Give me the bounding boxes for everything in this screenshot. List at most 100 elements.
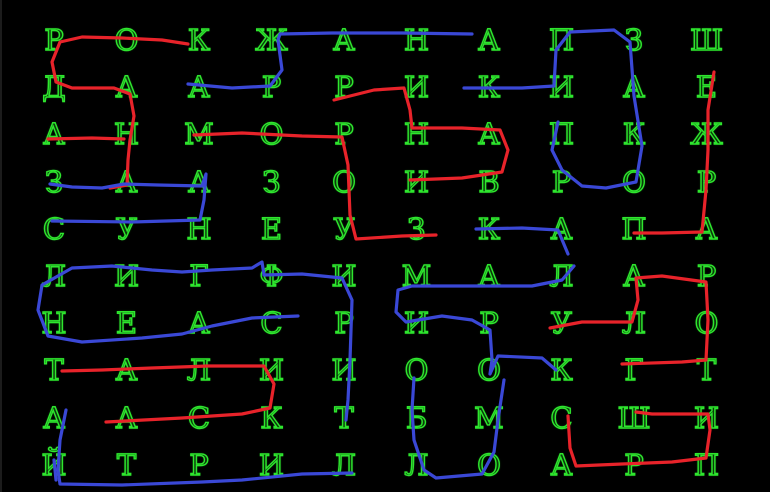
grid-cell-r5-c8[interactable]: А bbox=[622, 258, 645, 293]
grid-cell-r0-c9[interactable]: Ш bbox=[689, 22, 724, 57]
grid-cell-r8-c6[interactable]: М bbox=[473, 400, 504, 435]
grid-cell-r3-c5[interactable]: И bbox=[403, 164, 430, 199]
grid-cell-r1-c9[interactable]: Е bbox=[695, 69, 718, 105]
grid-cell-r7-c4[interactable]: И bbox=[331, 353, 358, 388]
grid-cell-r0-c8[interactable]: З bbox=[624, 22, 644, 57]
grid-cell-r3-c7[interactable]: Р bbox=[551, 164, 572, 199]
grid-cell-r0-c0[interactable]: Р bbox=[44, 22, 65, 57]
grid-cell-r4-c1[interactable]: У bbox=[115, 211, 137, 246]
grid-cell-r8-c7[interactable]: С bbox=[550, 400, 574, 435]
grid-cell-r5-c3[interactable]: Ф bbox=[259, 258, 284, 293]
grid-cell-r8-c1[interactable]: А bbox=[115, 400, 138, 435]
grid-cell-r9-c3[interactable]: И bbox=[258, 447, 285, 482]
grid-cell-r5-c7[interactable]: Л bbox=[549, 258, 575, 293]
grid-cell-r0-c5[interactable]: Н bbox=[403, 22, 430, 57]
grid-cell-r5-c6[interactable]: А bbox=[477, 258, 500, 293]
grid-cell-r6-c9[interactable]: О bbox=[694, 305, 719, 341]
grid-cell-r2-c3[interactable]: О bbox=[259, 117, 284, 152]
grid-cell-r5-c2[interactable]: Г bbox=[189, 258, 210, 293]
grid-cell-r9-c2[interactable]: Р bbox=[189, 447, 210, 482]
grid-cell-r6-c5[interactable]: И bbox=[403, 305, 430, 341]
grid-cell-r3-c6[interactable]: В bbox=[478, 164, 501, 199]
grid-cell-r7-c1[interactable]: А bbox=[115, 353, 138, 388]
grid-cell-r4-c8[interactable]: П bbox=[621, 211, 648, 246]
grid-cell-r2-c1[interactable]: Н bbox=[113, 117, 140, 152]
grid-cell-r6-c6[interactable]: Р bbox=[479, 305, 500, 341]
grid-cell-r6-c0[interactable]: Н bbox=[41, 305, 68, 341]
grid-cell-r0-c4[interactable]: А bbox=[332, 22, 355, 57]
grid-cell-r6-c1[interactable]: Е bbox=[115, 305, 138, 341]
grid-cell-r9-c0[interactable]: Й bbox=[41, 447, 68, 482]
grid-cell-r9-c9[interactable]: П bbox=[693, 447, 720, 482]
grid-cell-r1-c0[interactable]: Д bbox=[42, 69, 67, 105]
grid-cell-r5-c0[interactable]: Л bbox=[41, 258, 67, 293]
grid-cell-r2-c4[interactable]: Р bbox=[334, 117, 355, 152]
grid-cell-r1-c6[interactable]: К bbox=[477, 69, 501, 105]
grid-cell-r1-c2[interactable]: А bbox=[187, 69, 210, 105]
grid-cell-r0-c7[interactable]: П bbox=[548, 22, 575, 57]
grid-cell-r7-c7[interactable]: К bbox=[550, 353, 574, 388]
grid-cell-r7-c2[interactable]: Л bbox=[186, 353, 212, 388]
grid-cell-r3-c8[interactable]: О bbox=[621, 164, 646, 199]
grid-cell-r1-c1[interactable]: А bbox=[115, 69, 138, 105]
grid-cell-r8-c0[interactable]: А bbox=[42, 400, 65, 435]
grid-cell-r9-c7[interactable]: А bbox=[550, 447, 573, 482]
grid-cell-r5-c1[interactable]: И bbox=[113, 258, 140, 293]
grid-cell-r2-c0[interactable]: А bbox=[42, 117, 65, 152]
grid-cell-r6-c2[interactable]: А bbox=[187, 305, 210, 341]
grid-cell-r0-c6[interactable]: А bbox=[477, 22, 500, 57]
grid-cell-r1-c8[interactable]: А bbox=[622, 69, 645, 105]
grid-cell-r7-c8[interactable]: Г bbox=[624, 353, 645, 388]
grid-cell-r9-c1[interactable]: Т bbox=[116, 447, 137, 482]
grid-cell-r7-c5[interactable]: О bbox=[404, 353, 429, 388]
grid-cell-r2-c7[interactable]: П bbox=[548, 117, 575, 152]
grid-cell-r4-c0[interactable]: С bbox=[42, 211, 66, 246]
grid-cell-r6-c3[interactable]: С bbox=[260, 305, 284, 341]
grid-cell-r3-c1[interactable]: А bbox=[115, 164, 138, 199]
grid-cell-r9-c4[interactable]: Л bbox=[331, 447, 357, 482]
grid-cell-r9-c8[interactable]: Р bbox=[624, 447, 645, 482]
grid-cell-r5-c5[interactable]: М bbox=[401, 258, 432, 293]
grid-cell-r1-c5[interactable]: И bbox=[403, 69, 430, 105]
grid-cell-r4-c3[interactable]: Е bbox=[260, 211, 283, 246]
grid-cell-r7-c3[interactable]: И bbox=[258, 353, 285, 388]
grid-cell-r9-c6[interactable]: О bbox=[476, 447, 501, 482]
grid-cell-r2-c6[interactable]: А bbox=[477, 117, 500, 152]
grid-cell-r4-c4[interactable]: У bbox=[333, 211, 355, 246]
grid-cell-r4-c9[interactable]: А bbox=[695, 211, 718, 246]
grid-cell-r2-c9[interactable]: Ж bbox=[690, 117, 724, 152]
grid-cell-r3-c9[interactable]: Р bbox=[696, 164, 717, 199]
grid-cell-r1-c4[interactable]: Р bbox=[334, 69, 355, 105]
grid-cell-r0-c2[interactable]: К bbox=[187, 22, 211, 57]
grid-cell-r4-c5[interactable]: З bbox=[407, 211, 426, 246]
grid-cell-r1-c3[interactable]: Р bbox=[261, 69, 282, 105]
grid-cell-r8-c3[interactable]: К bbox=[260, 400, 284, 435]
grid-cell-r3-c0[interactable]: З bbox=[44, 164, 64, 199]
grid-cell-r6-c7[interactable]: У bbox=[550, 305, 572, 341]
grid-cell-r4-c6[interactable]: К bbox=[477, 211, 501, 246]
grid-cell-r2-c2[interactable]: М bbox=[183, 117, 214, 152]
grid-cell-r5-c9[interactable]: Р bbox=[696, 258, 717, 293]
grid-cell-r4-c2[interactable]: Н bbox=[186, 211, 213, 246]
grid-cell-r1-c7[interactable]: И bbox=[548, 69, 575, 105]
grid-cell-r0-c1[interactable]: О bbox=[114, 22, 139, 57]
grid-cell-r3-c4[interactable]: О bbox=[331, 164, 356, 199]
grid-cell-r9-c5[interactable]: Л bbox=[404, 447, 430, 482]
grid-cell-r7-c9[interactable]: Т bbox=[696, 353, 717, 388]
grid-cell-r2-c8[interactable]: К bbox=[622, 117, 646, 152]
grid-cell-r2-c5[interactable]: Н bbox=[403, 117, 430, 152]
grid-cell-r8-c5[interactable]: Б bbox=[405, 400, 428, 435]
grid-cell-r4-c7[interactable]: А bbox=[550, 211, 573, 246]
grid-cell-r3-c3[interactable]: З bbox=[262, 164, 281, 199]
grid-cell-r6-c8[interactable]: Л bbox=[621, 305, 647, 341]
grid-cell-r8-c2[interactable]: С bbox=[187, 400, 211, 435]
grid-cell-r8-c4[interactable]: Т bbox=[334, 400, 355, 435]
grid-cell-r3-c2[interactable]: А bbox=[187, 164, 210, 199]
grid-cell-r5-c4[interactable]: И bbox=[331, 258, 358, 293]
grid-cell-r7-c0[interactable]: Т bbox=[44, 353, 65, 388]
grid-cell-r7-c6[interactable]: О bbox=[476, 353, 501, 388]
grid-cell-r8-c9[interactable]: И bbox=[693, 400, 720, 435]
grid-cell-r8-c8[interactable]: Ш bbox=[617, 400, 651, 435]
grid-cell-r0-c3[interactable]: Ж bbox=[255, 22, 289, 57]
grid-cell-r6-c4[interactable]: Р bbox=[334, 305, 355, 341]
